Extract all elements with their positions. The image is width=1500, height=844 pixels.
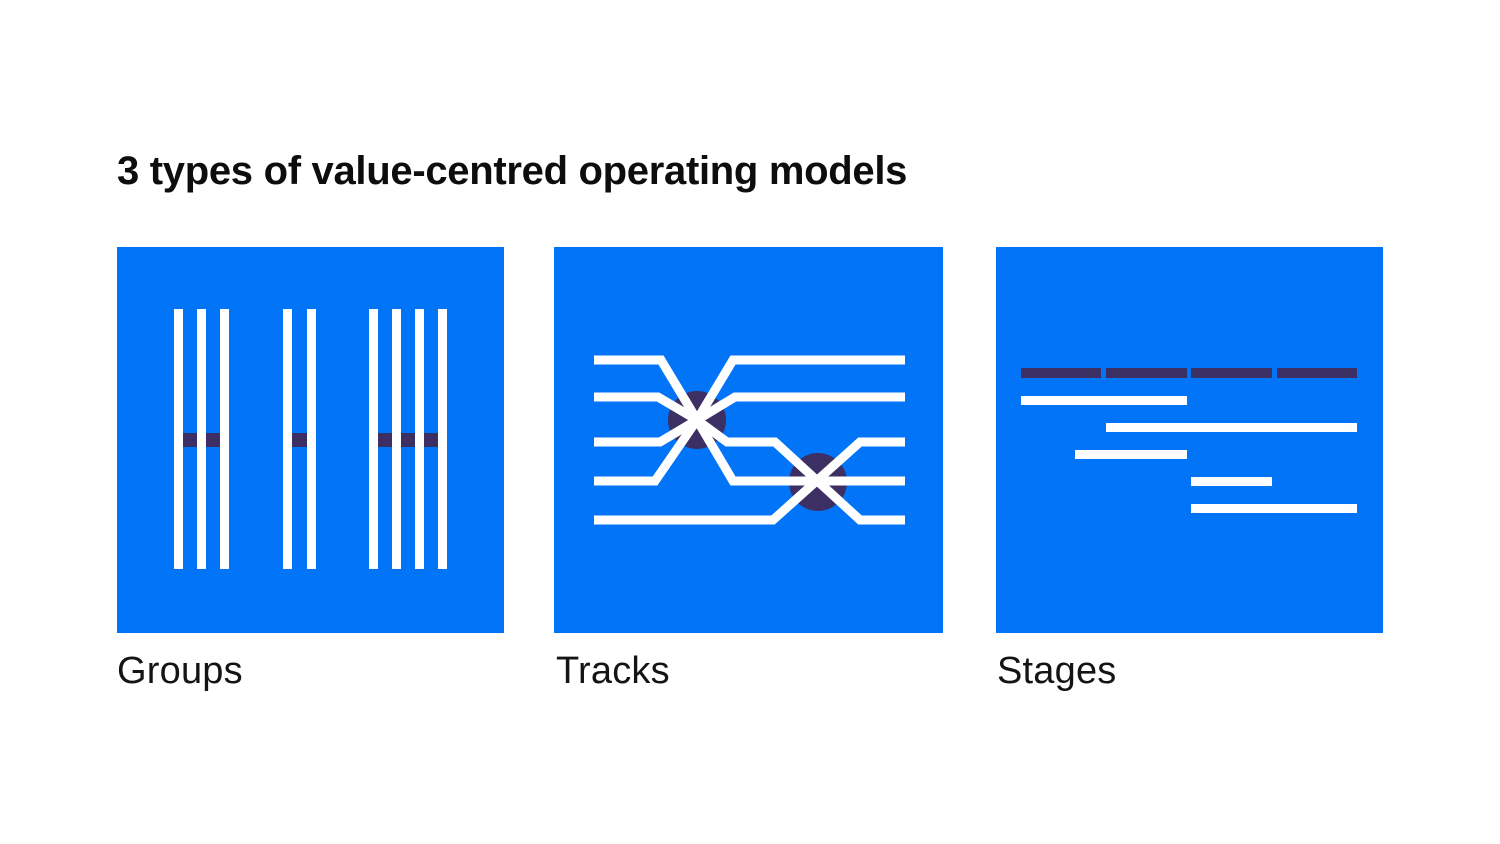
panel-groups <box>117 247 504 633</box>
stages-icon <box>1021 368 1357 513</box>
tracks-icon <box>594 355 905 525</box>
panel-tracks <box>554 247 943 633</box>
page-title: 3 types of value-centred operating model… <box>117 149 908 193</box>
panel-label-tracks: Tracks <box>556 650 670 692</box>
groups-icon <box>174 309 447 569</box>
panel-label-stages: Stages <box>997 650 1117 692</box>
panel-label-groups: Groups <box>117 650 243 692</box>
panel-stages <box>996 247 1383 633</box>
